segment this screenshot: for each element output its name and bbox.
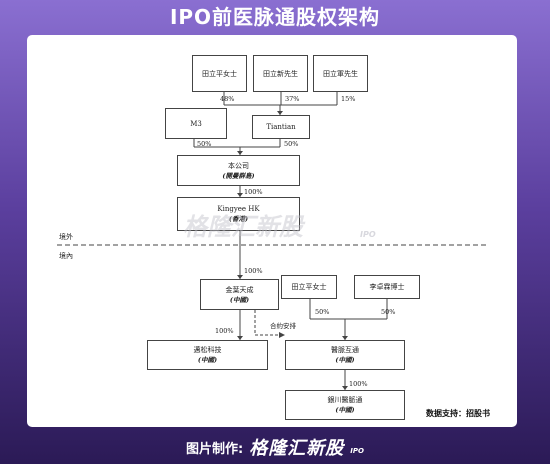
entity-maidi-tech: 邁松科技 (中國) — [147, 340, 268, 370]
shareholder-tian-li-xin: 田立新先生 — [253, 55, 308, 92]
contract-arrangement-label: 合約安排 — [270, 322, 296, 330]
share-yimai-to-yinchuan: 100% — [349, 380, 368, 388]
entity-jinye-tiancheng: 金葉天成 (中國) — [200, 279, 279, 310]
footer-brand-logo: 格隆汇新股 — [249, 438, 345, 459]
entity-tiantian: Tiantian — [252, 115, 310, 139]
footer: 图片制作: 格隆汇新股 IPO — [0, 433, 550, 461]
region-onshore: 境內 — [59, 252, 73, 260]
footer-label: 图片制作: — [186, 441, 244, 457]
shareholder-tian-li-jun: 田立軍先生 — [313, 55, 368, 92]
page-title: IPO前医脉通股权架构 — [169, 5, 381, 29]
share-m3: 50% — [197, 140, 212, 148]
entity-yimaitong: 醫脈互通 (中國) — [285, 340, 405, 370]
watermark-brand: 格隆汇新股 — [183, 213, 303, 241]
diagram-panel: 田立平女士 田立新先生 田立軍先生 48% 37% 15% M3 Tiantia… — [27, 35, 517, 427]
footer-brand-sub: IPO — [350, 447, 364, 455]
entity-yinchuan: 銀川醫脈通 (中國) — [285, 390, 405, 420]
entity-kingyee-hk: Kingyee HK (香港) — [177, 197, 300, 231]
share-company-to-hk: 100% — [244, 188, 263, 196]
share-tian-li-xin: 37% — [285, 95, 300, 103]
shareholder-li-zhuoxia: 李卓霖博士 — [354, 275, 420, 299]
shareholder-tian-li-ping-2: 田立平女士 — [281, 275, 337, 299]
share-hk-to-jinye: 100% — [244, 267, 263, 275]
share-lzx-to-yimai: 50% — [381, 308, 396, 316]
region-offshore: 境外 — [59, 233, 73, 241]
connector-lines — [57, 92, 487, 390]
entity-m3: M3 — [165, 108, 227, 139]
shareholder-tian-li-ping: 田立平女士 — [192, 55, 247, 92]
share-jinye-to-maidi: 100% — [215, 327, 234, 335]
share-tian-li-ping: 48% — [220, 95, 235, 103]
share-tlp2-to-yimai: 50% — [315, 308, 330, 316]
entity-company: 本公司 (開曼群島) — [177, 155, 300, 186]
watermark-sub: IPO — [360, 230, 376, 239]
share-tiantian: 50% — [284, 140, 299, 148]
data-source-note: 数据支持：招股书 — [426, 409, 490, 418]
share-tian-li-jun: 15% — [341, 95, 356, 103]
